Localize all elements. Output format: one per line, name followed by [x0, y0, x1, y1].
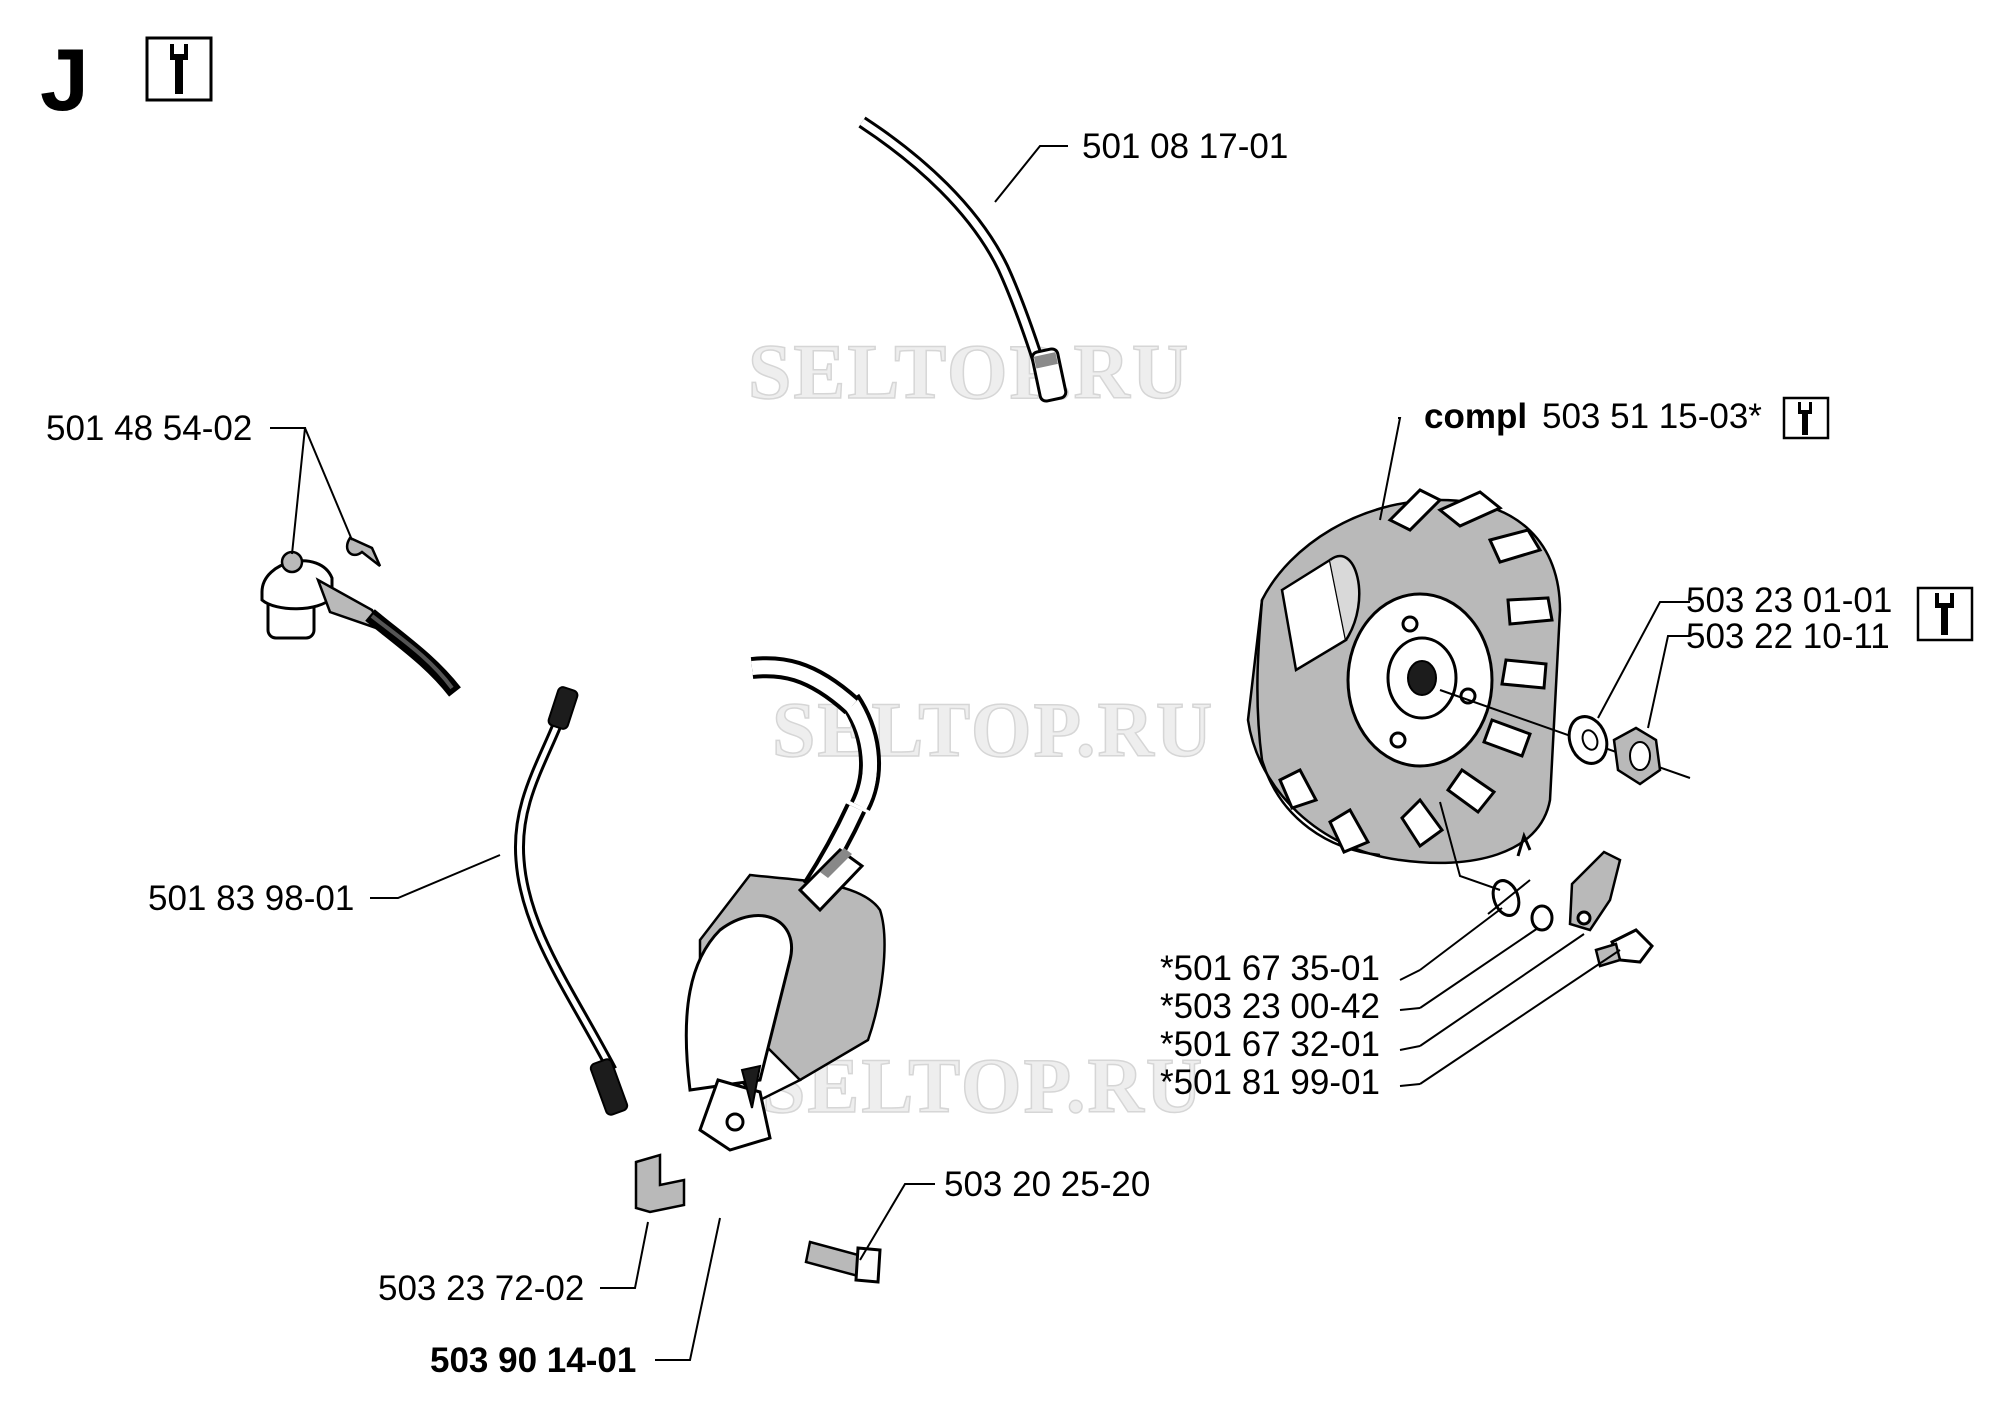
- part-label-short-circuit-cable: 501 83 98-01: [148, 879, 354, 918]
- leader-line: [1487, 879, 1531, 915]
- part-label-switch: 501 48 54-02: [46, 409, 252, 448]
- leader-line: [270, 427, 307, 555]
- leader-line: [600, 1221, 649, 1289]
- part-label-nut: 503 22 10-11: [1686, 617, 1890, 656]
- part-label-spring: *501 67 35-01: [1160, 949, 1380, 988]
- watermark: SELTOP.RU: [748, 328, 1190, 415]
- leader-line: [1399, 1045, 1421, 1051]
- stop-switch-part: [260, 536, 461, 697]
- part-label-flywheel: 503 51 15-03*: [1542, 397, 1762, 436]
- leader-line: [1597, 601, 1690, 719]
- leader-line: [1399, 969, 1421, 981]
- ignition-module-part: [684, 656, 886, 1152]
- nut-part: [1612, 726, 1662, 786]
- leader-line: [1419, 949, 1621, 1085]
- leader-line: [370, 854, 501, 899]
- leader-line: [1419, 927, 1539, 1009]
- leader-line: [1399, 1083, 1421, 1087]
- part-label-coil-screw: 503 20 25-20: [944, 1165, 1150, 1204]
- leader-line: [1399, 1007, 1421, 1011]
- leader-line: [655, 1217, 721, 1361]
- part-label-ignition-module: 503 90 14-01: [430, 1341, 636, 1380]
- part-label-pawl-screw: *501 81 99-01: [1160, 1063, 1380, 1102]
- coil-screw-part: [804, 1240, 882, 1284]
- leader-line: [994, 145, 1068, 203]
- fuel-line-part: [858, 116, 1068, 403]
- leader-line: [1419, 907, 1503, 971]
- part-label-pawl: *501 67 32-01: [1160, 1025, 1380, 1064]
- part-label-washer: 503 23 01-01: [1686, 581, 1892, 620]
- leader-line: [1419, 933, 1585, 1047]
- wrench-icon: [1782, 396, 1830, 440]
- leader-line: [1379, 417, 1402, 521]
- spacer-part: [634, 1153, 686, 1214]
- washer-part: [1567, 715, 1609, 765]
- leader-line: [859, 1183, 935, 1261]
- leader-line: [1439, 801, 1501, 891]
- leader-line: [1647, 635, 1690, 729]
- short-circuit-cable-part: [513, 686, 629, 1116]
- part-label-small-washer: *503 23 00-42: [1160, 987, 1380, 1026]
- part-label-spacer: 503 23 72-02: [378, 1269, 584, 1308]
- flywheel-part: [1246, 488, 1562, 865]
- pawl-assembly-part: [1491, 831, 1654, 968]
- part-label-fuel-line: 501 08 17-01: [1082, 127, 1288, 166]
- leader-line: [304, 427, 353, 541]
- section-letter: J: [40, 30, 89, 129]
- wrench-icon: [145, 36, 213, 102]
- part-label-flywheel-prefix: compl: [1424, 397, 1527, 436]
- wrench-icon: [1916, 586, 1974, 642]
